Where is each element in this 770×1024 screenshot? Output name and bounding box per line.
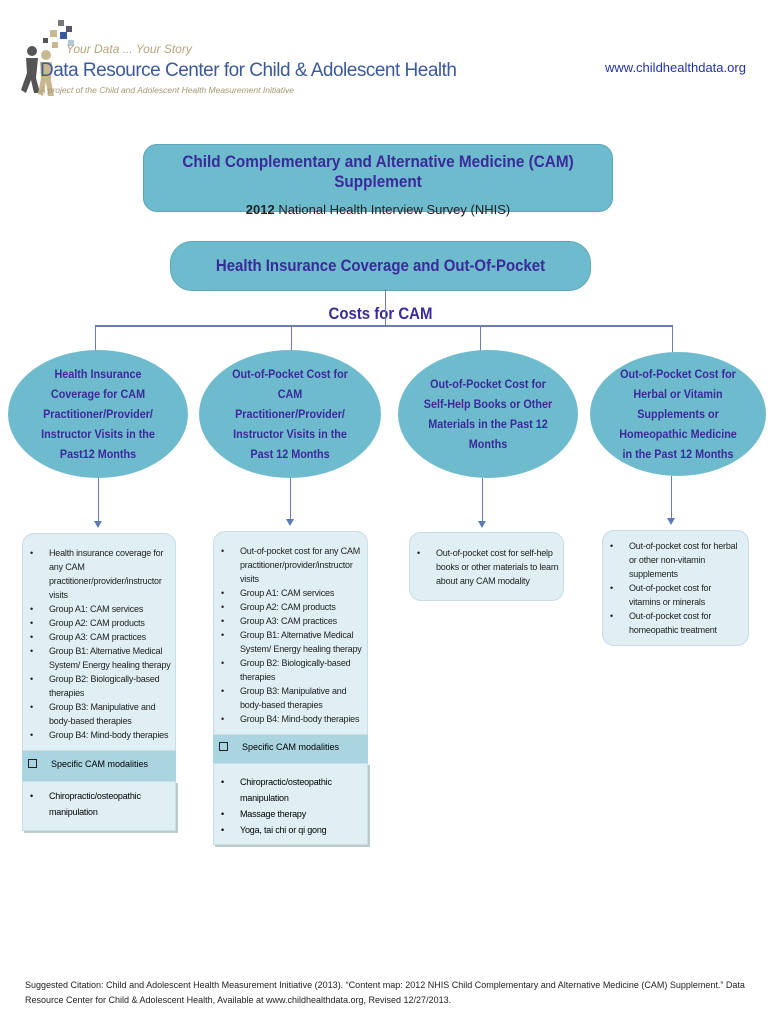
survey-subtitle: 2012 National Health Interview Survey (N… — [245, 202, 511, 217]
list-item: Group A3: CAM practices — [30, 630, 171, 644]
category-1-items: Health insurance coverage for any CAM pr… — [22, 533, 176, 751]
citation: Suggested Citation: Child and Adolescent… — [25, 980, 745, 1005]
connector — [291, 325, 292, 353]
list-item: Group B3: Manipulative and body-based th… — [30, 700, 171, 728]
list-item: Group A1: CAM services — [221, 586, 363, 600]
category-3-items: Out-of-pocket cost for self-help books o… — [409, 532, 564, 601]
list-item: Out-of-pocket cost for vitamins or miner… — [610, 581, 744, 609]
list-item: Group A1: CAM services — [30, 602, 171, 616]
arrow-down-icon — [94, 521, 102, 528]
logo-figures-icon — [21, 20, 74, 96]
logo-tagline: Your Data ... Your Story — [66, 42, 192, 56]
list-item: Yoga, tai chi or qi gong — [221, 822, 363, 838]
connector — [290, 478, 291, 523]
list-item: Group B2: Biologically-based therapies — [221, 656, 363, 684]
connector — [482, 478, 483, 523]
list-item: Out-of-pocket cost for herbal or other n… — [610, 539, 744, 581]
category-3-node: Out-of-Pocket Cost for Self-Help Books o… — [398, 350, 578, 478]
website-link[interactable]: www.childhealthdata.org — [605, 60, 746, 75]
arrow-down-icon — [478, 521, 486, 528]
list-item: Group A3: CAM practices — [221, 614, 363, 628]
connector — [385, 289, 386, 325]
list-item: Massage therapy — [221, 806, 363, 822]
checkbox-icon — [219, 742, 228, 751]
list-item: Group B1: Alternative Medical System/ En… — [221, 628, 363, 656]
connector — [98, 478, 99, 523]
category-2-modalities: Chiropractic/osteopathic manipulation Ma… — [213, 763, 368, 845]
list-item: Group B4: Mind-body therapies — [30, 728, 171, 742]
title-box: Child Complementary and Alternative Medi… — [143, 144, 613, 217]
category-1-column: Health insurance coverage for any CAM pr… — [22, 533, 176, 831]
list-item: Out-of-pocket cost for any CAM practitio… — [221, 544, 363, 586]
category-1-modalities: Chiropractic/osteopathic manipulation — [22, 781, 176, 831]
list-item: Group B1: Alternative Medical System/ En… — [30, 644, 171, 672]
list-item: Chiropractic/osteopathic manipulation — [221, 774, 363, 806]
logo — [18, 18, 398, 100]
connector — [671, 476, 672, 521]
list-item: Out-of-pocket cost for homeopathic treat… — [610, 609, 744, 637]
connector — [95, 325, 673, 327]
topic-box: Health Insurance Coverage and Out-Of-Poc… — [170, 241, 591, 323]
project-note: A project of the Child and Adolescent He… — [40, 85, 295, 95]
category-2-modalities-header: Specific CAM modalities — [213, 735, 368, 763]
list-item: Group A2: CAM products — [221, 600, 363, 614]
main-title: Child Complementary and Alternative Medi… — [182, 152, 574, 191]
category-2-node: Out-of-Pocket Cost for CAM Practitioner/… — [199, 350, 381, 478]
category-1-node: Health Insurance Coverage for CAM Practi… — [8, 350, 188, 478]
category-1-modalities-header: Specific CAM modalities — [22, 751, 176, 781]
category-4-node: Out-of-Pocket Cost for Herbal or Vitamin… — [590, 352, 766, 476]
list-item: Chiropractic/osteopathic manipulation — [30, 788, 171, 820]
connector — [672, 325, 673, 353]
list-item: Group B2: Biologically-based therapies — [30, 672, 171, 700]
checkbox-icon — [28, 759, 37, 768]
category-2-items: Out-of-pocket cost for any CAM practitio… — [213, 531, 368, 735]
list-item: Group B3: Manipulative and body-based th… — [221, 684, 363, 712]
category-2-column: Out-of-pocket cost for any CAM practitio… — [213, 531, 368, 845]
arrow-down-icon — [286, 519, 294, 526]
connector — [95, 325, 96, 353]
list-item: Health insurance coverage for any CAM pr… — [30, 546, 171, 602]
org-name: Data Resource Center for Child & Adolesc… — [40, 60, 457, 81]
arrow-down-icon — [667, 518, 675, 525]
list-item: Group B4: Mind-body therapies — [221, 712, 363, 726]
connector — [480, 325, 481, 353]
category-4-items: Out-of-pocket cost for herbal or other n… — [602, 530, 749, 646]
list-item: Group A2: CAM products — [30, 616, 171, 630]
list-item: Out-of-pocket cost for self-help books o… — [417, 546, 559, 588]
